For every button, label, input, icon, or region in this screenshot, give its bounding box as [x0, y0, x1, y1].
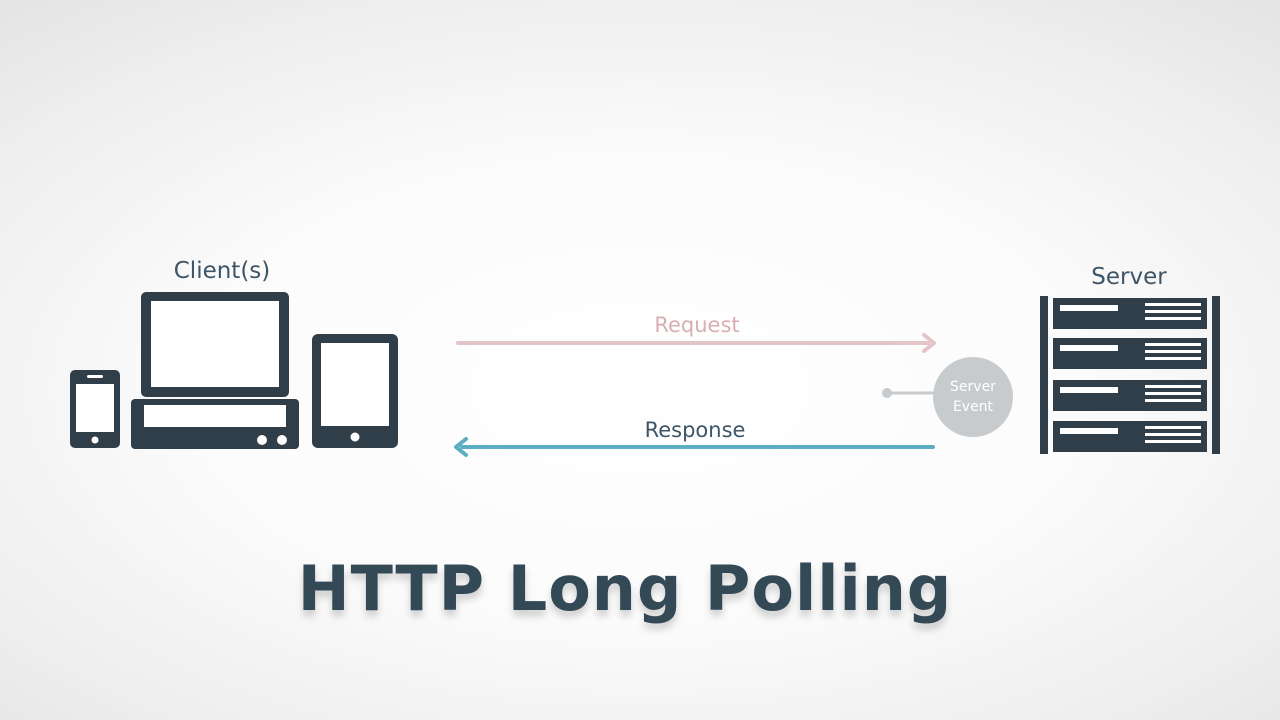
- server-label: Server: [1091, 264, 1167, 290]
- server-event-label: Server Event: [933, 377, 1013, 417]
- server-event-line-1: Server: [950, 379, 996, 395]
- request-label: Request: [654, 313, 740, 337]
- laptop-icon: [131, 292, 299, 449]
- client-label: Client(s): [173, 258, 271, 284]
- server-event-bubble: Server Event: [933, 357, 1013, 437]
- diagram-title: HTTP Long Polling: [297, 552, 953, 625]
- tablet-icon: [312, 334, 398, 448]
- phone-icon: [70, 370, 120, 448]
- response-label: Response: [644, 418, 746, 442]
- server-event-connector: [882, 388, 936, 398]
- server-event-line-2: Event: [952, 399, 994, 415]
- response-arrow: [454, 437, 935, 457]
- request-arrow: [456, 333, 936, 353]
- server-rack-icon: [1040, 296, 1220, 454]
